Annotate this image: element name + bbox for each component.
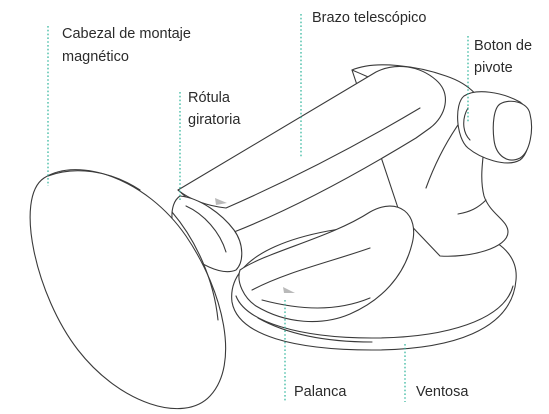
magnetic-mount-head: [29, 169, 227, 410]
leader-lines: [47, 14, 469, 402]
label-ventosa: Ventosa: [416, 384, 469, 400]
label-boton-line2: pivote: [474, 60, 513, 76]
label-rotula-line1: Rótula: [188, 90, 230, 106]
pivot-button: [457, 91, 533, 164]
label-rotula-line2: giratoria: [188, 112, 241, 128]
label-palanca: Palanca: [294, 384, 347, 400]
lever: [238, 205, 415, 323]
label-cabezal-line2: magnético: [62, 49, 129, 65]
label-brazo: Brazo telescópico: [312, 10, 427, 26]
label-boton-line1: Boton de: [474, 38, 533, 54]
label-cabezal-line1: Cabezal de montaje: [62, 26, 191, 42]
